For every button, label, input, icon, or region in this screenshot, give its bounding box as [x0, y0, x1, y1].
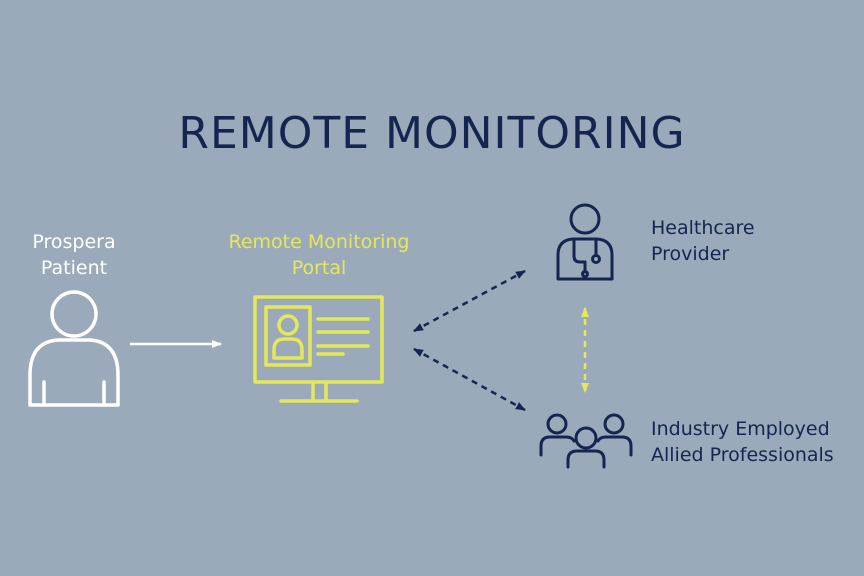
- patient-label-line1: Prospera: [32, 231, 116, 253]
- portal-label-line1: Remote Monitoring: [228, 231, 410, 253]
- portal-allied-arrow: [413, 347, 526, 412]
- group-people-icon: [539, 413, 633, 469]
- patient-label: Prospera Patient: [14, 229, 134, 281]
- provider-label-line2: Provider: [651, 243, 730, 265]
- patient-label-line2: Patient: [40, 257, 108, 279]
- doctor-stethoscope-icon: [556, 203, 614, 281]
- portal-label: Remote Monitoring Portal: [212, 229, 426, 281]
- monitor-profile-icon: [253, 295, 384, 403]
- portal-label-line2: Portal: [291, 257, 347, 279]
- provider-label: Healthcare Provider: [651, 215, 755, 267]
- provider-label-line1: Healthcare: [651, 217, 755, 239]
- portal-provider-arrow: [413, 269, 526, 333]
- allied-label-line1: Industry Employed: [651, 418, 830, 440]
- person-icon: [28, 290, 120, 407]
- diagram-title: REMOTE MONITORING: [178, 108, 686, 159]
- allied-label: Industry Employed Allied Professionals: [651, 416, 834, 468]
- allied-label-line2: Allied Professionals: [651, 444, 834, 466]
